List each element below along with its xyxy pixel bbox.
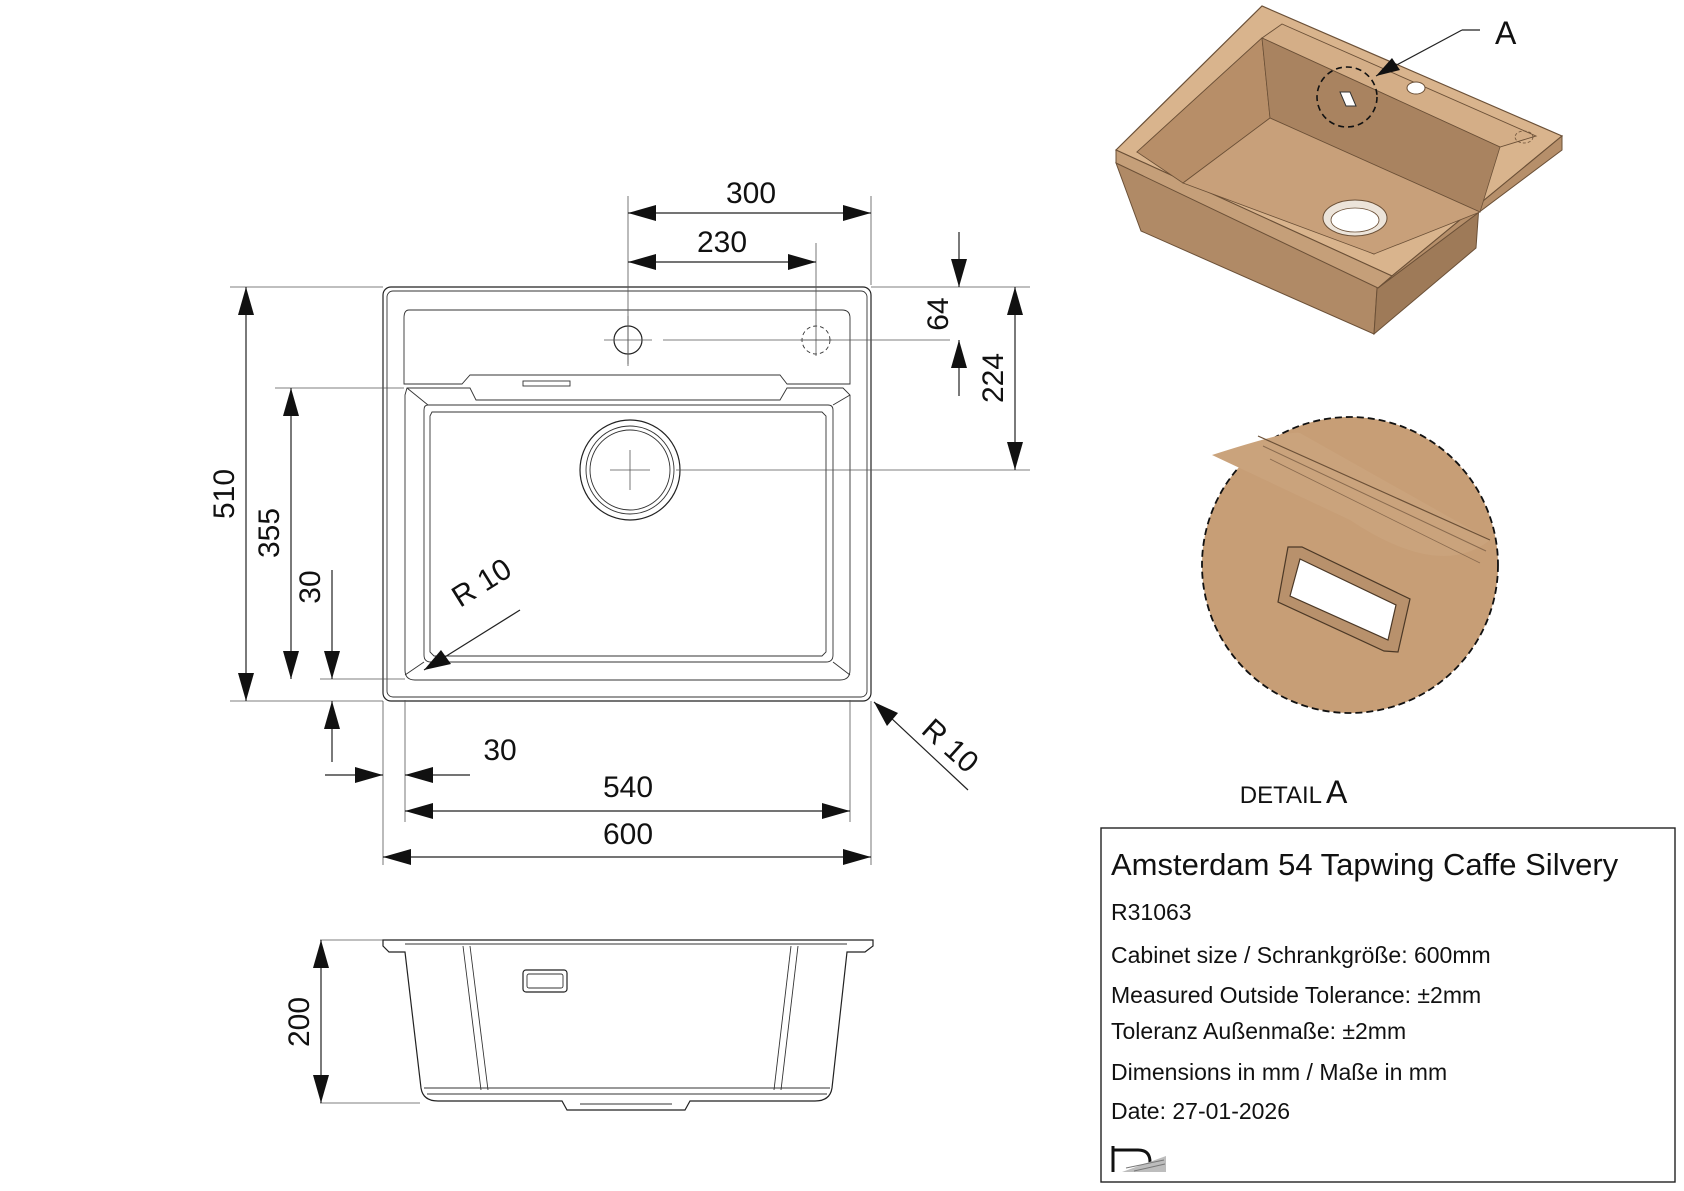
title-block-date: Date: 27-01-2026 xyxy=(1111,1098,1290,1124)
title-block-units: Dimensions in mm / Maße in mm xyxy=(1111,1059,1447,1085)
dimension-lines xyxy=(230,196,1030,1104)
title-block-cabinet: Cabinet size / Schrankgröße: 600mm xyxy=(1111,942,1491,968)
dim-300: 300 xyxy=(726,177,776,210)
dim-30-vertical: 30 xyxy=(294,570,327,603)
detail-label-word: DETAIL xyxy=(1240,782,1322,809)
title-block xyxy=(1100,827,1676,1183)
dim-200: 200 xyxy=(283,997,316,1047)
dim-64: 64 xyxy=(922,297,955,330)
dim-r10-outer: R 10 xyxy=(915,713,984,780)
dim-600: 600 xyxy=(603,818,653,851)
title-block-title: Amsterdam 54 Tapwing Caffe Silvery xyxy=(1111,847,1619,882)
dim-230: 230 xyxy=(697,226,747,259)
title-block-code: R31063 xyxy=(1111,899,1192,925)
dim-355: 355 xyxy=(253,508,286,558)
dim-r10-inner: R 10 xyxy=(446,552,517,614)
isometric-view xyxy=(1114,5,1564,336)
top-view xyxy=(382,286,872,702)
dim-30-horizontal: 30 xyxy=(483,734,516,767)
reginox-logo-icon xyxy=(1111,1146,1166,1172)
side-view xyxy=(382,939,874,1111)
title-block-tolerance-de: Toleranz Außenmaße: ±2mm xyxy=(1111,1018,1406,1044)
dim-510: 510 xyxy=(208,469,241,519)
dim-540: 540 xyxy=(603,771,653,804)
detail-callout-letter: A xyxy=(1495,15,1517,51)
detail-label-letter: A xyxy=(1326,774,1348,810)
dim-224: 224 xyxy=(977,353,1010,403)
title-block-tolerance-en: Measured Outside Tolerance: ±2mm xyxy=(1111,982,1481,1008)
detail-a-view xyxy=(1201,416,1499,714)
